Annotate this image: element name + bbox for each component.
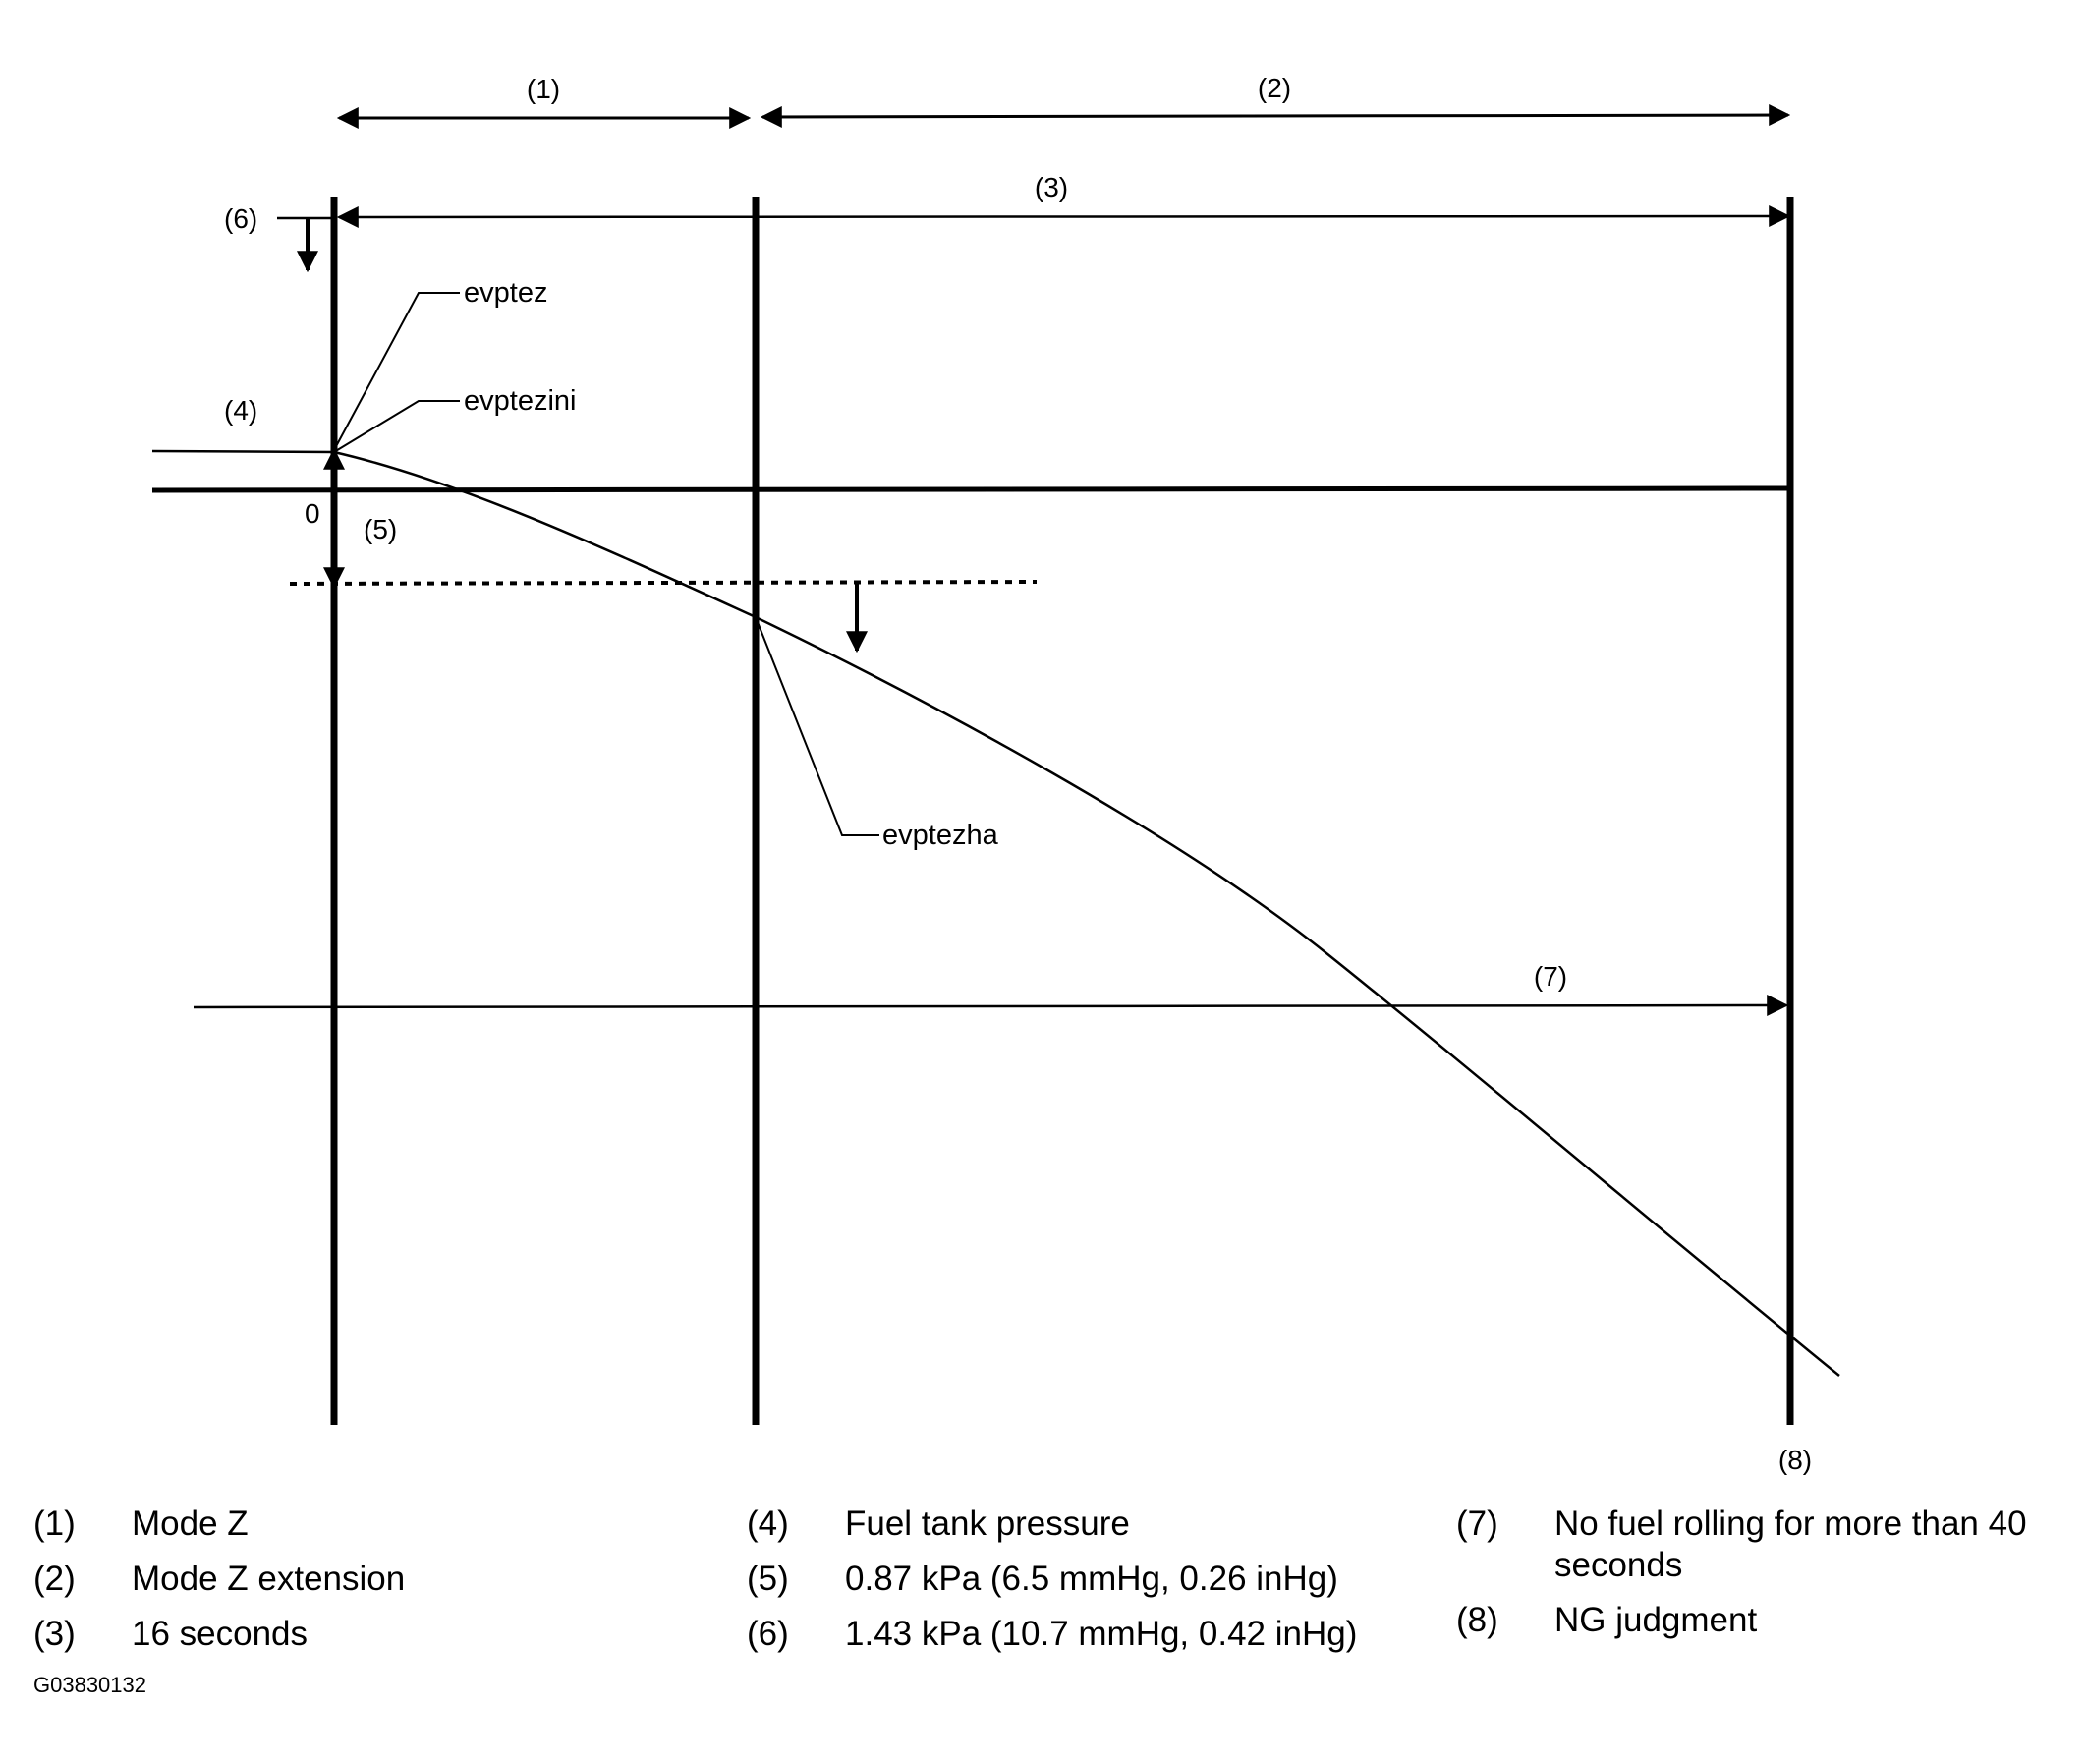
evptezha-leader [755, 616, 879, 836]
legend-item: (6) 1.43 kPa (10.7 mmHg, 0.42 inHg) [747, 1614, 1454, 1655]
figure-code: G03830132 [33, 1673, 146, 1697]
judgment-threshold-dashed [289, 580, 1038, 586]
legend-number: (3) [33, 1615, 76, 1653]
evptez-label: evptez [464, 277, 547, 309]
legend-number: (7) [1456, 1505, 1498, 1543]
legend-text: Mode Z [132, 1505, 249, 1543]
legend-item: (4) Fuel tank pressure [747, 1504, 1454, 1545]
legend-text: NG judgment [1554, 1601, 1758, 1639]
bracket-label-4: (4) [224, 395, 257, 426]
bracket-label-2: (2) [1258, 73, 1291, 103]
legend-item: (2) Mode Z extension [33, 1559, 741, 1600]
legend-item: (5) 0.87 kPa (6.5 mmHg, 0.26 inHg) [747, 1559, 1454, 1600]
fuel-tank-pressure-initial [151, 449, 335, 454]
zero-pressure-baseline [151, 485, 1791, 493]
legend-text: 1.43 kPa (10.7 mmHg, 0.42 inHg) [845, 1615, 1358, 1653]
bracket-label-6: (6) [224, 203, 257, 234]
legend-number: (5) [747, 1560, 789, 1598]
evptez-leader [333, 292, 460, 451]
legend-item: (1) Mode Z [33, 1504, 741, 1545]
legend-text: 16 seconds [132, 1615, 309, 1653]
legend-item: (3) 16 seconds [33, 1614, 741, 1655]
legend-text: Mode Z extension [132, 1560, 406, 1598]
legend-number: (1) [33, 1505, 76, 1543]
legend-item: (8) NG judgment [1456, 1600, 2065, 1641]
bracket-label-5: (5) [364, 514, 397, 544]
sixteen-seconds-span-arrow [336, 205, 1791, 228]
legend-text: No fuel rolling for more than 40 seconds [1554, 1505, 2027, 1584]
legend-text: Fuel tank pressure [845, 1505, 1130, 1543]
legend-item: (7) No fuel rolling for more than 40 sec… [1456, 1504, 2065, 1586]
evptezini-label: evptezini [464, 385, 576, 417]
bracket-label-3: (3) [1035, 172, 1068, 202]
evptezha-label: evptezha [882, 820, 999, 851]
legend-column-3: (7) No fuel rolling for more than 40 sec… [1456, 1504, 2065, 1655]
bracket-label-1: (1) [527, 74, 560, 104]
legend-number: (8) [1456, 1601, 1498, 1639]
legend-column-2: (4) Fuel tank pressure (5) 0.87 kPa (6.5… [747, 1504, 1454, 1669]
legend-number: (6) [747, 1615, 789, 1653]
legend-text: 0.87 kPa (6.5 mmHg, 0.26 inHg) [845, 1560, 1338, 1598]
no-fuel-rolling-arrow [193, 995, 1789, 1017]
legend-number: (4) [747, 1505, 789, 1543]
mode-z-extension-span-arrow [760, 104, 1791, 128]
legend-column-1: (1) Mode Z (2) Mode Z extension (3) 16 s… [33, 1504, 741, 1669]
zero-label: 0 [305, 498, 320, 529]
bracket-label-8: (8) [1778, 1445, 1812, 1475]
fuel-tank-pressure-curve [333, 450, 1840, 1377]
bracket-label-7: (7) [1534, 961, 1567, 992]
legend-number: (2) [33, 1560, 76, 1598]
evptezini-leader [333, 400, 460, 453]
